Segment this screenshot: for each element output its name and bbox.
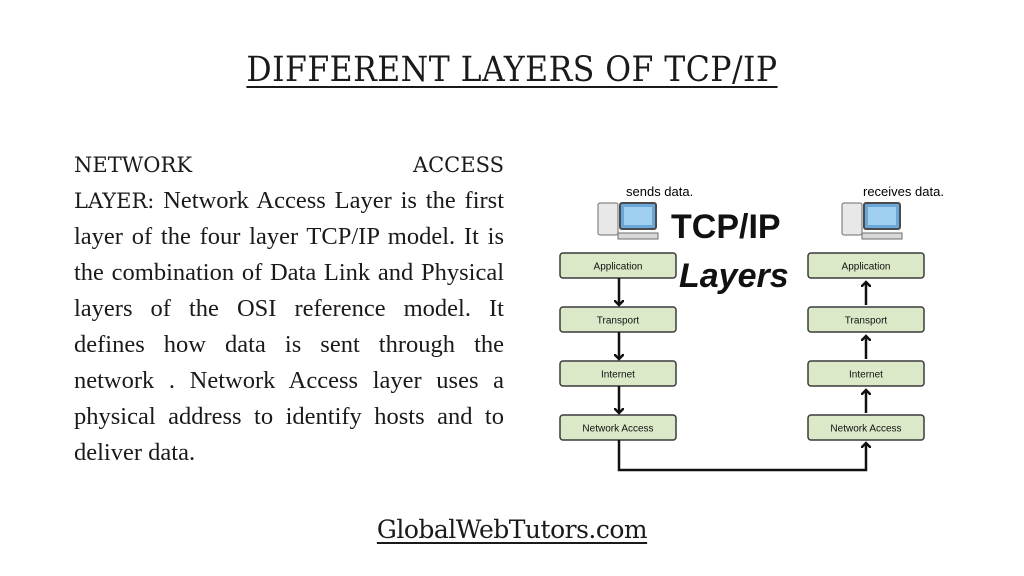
receives-data-caption: receives data. [863, 184, 944, 199]
label-part-layer: LAYER: [74, 189, 155, 213]
label-row: NETWORK ACCESS [74, 147, 504, 183]
right-layer-label: Transport [845, 316, 888, 327]
left-layer-label: Internet [601, 370, 635, 381]
tcpip-layers-diagram: sends data. receives data. TCP/IP Layers… [559, 184, 944, 472]
left-layer-label: Application [594, 262, 643, 273]
sends-data-caption: sends data. [626, 184, 693, 199]
footer-site-name: GlobalWebTutors.com [0, 515, 1024, 544]
page-title: DIFFERENT LAYERS OF TCP/IP [51, 50, 973, 90]
left-layer-box: Network Access [559, 414, 677, 441]
computer-icon [597, 202, 659, 240]
right-layer-label: Internet [849, 370, 883, 381]
label-part-access: ACCESS [412, 153, 504, 177]
body-text-rest: the first layer of the four layer TCP/IP… [74, 187, 504, 466]
left-layer-box: Application [559, 252, 677, 279]
left-layer-box: Internet [559, 360, 677, 387]
left-layer-label: Network Access [582, 424, 653, 435]
right-layer-box: Internet [807, 360, 925, 387]
right-layer-label: Network Access [830, 424, 901, 435]
bottom-connector-arrow [617, 440, 866, 472]
right-layer-box: Transport [807, 306, 925, 333]
left-layer-label: Transport [597, 316, 640, 327]
computer-icon [841, 202, 903, 240]
body-paragraph: NETWORK ACCESS LAYER: Network Access Lay… [74, 147, 504, 471]
diagram-heading-tcpip: TCP/IP [671, 208, 781, 246]
diagram-heading-layers: Layers [679, 257, 789, 295]
right-layer-box: Network Access [807, 414, 925, 441]
right-layer-label: Application [842, 262, 891, 273]
right-layer-box: Application [807, 252, 925, 279]
footer-site-text: GlobalWebTutors.com [376, 515, 648, 544]
page-title-text: DIFFERENT LAYERS OF TCP/IP [246, 50, 778, 90]
label-part-network: NETWORK [74, 153, 193, 177]
body-text-first-line: Network Access Layer is [163, 187, 417, 214]
left-layer-box: Transport [559, 306, 677, 333]
